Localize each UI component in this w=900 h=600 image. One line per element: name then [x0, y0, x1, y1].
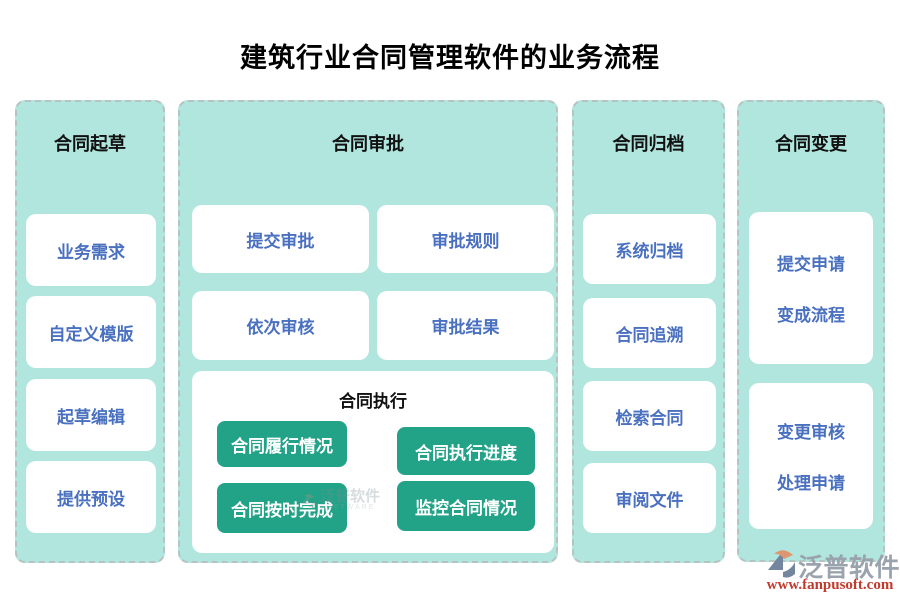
node-search-contract: 检索合同 [583, 381, 716, 451]
panel-header-archive: 合同归档 [612, 134, 685, 154]
fanpu-logo-url: www.fanpusoft.com [766, 577, 894, 593]
fanpu-logo-name: 泛普软件 [798, 554, 900, 582]
node-review-files: 审阅文件 [583, 463, 716, 533]
node-approval-rules: 审批规则 [377, 205, 554, 273]
node-provide-preset: 提供预设 [26, 461, 156, 533]
node-performance-status: 合同履行情况 [217, 421, 347, 467]
fanpu-logo-icon [768, 550, 795, 578]
node-draft-edit: 起草编辑 [26, 379, 156, 451]
panel-header-draft: 合同起草 [54, 134, 126, 154]
node-sequential-review: 依次审核 [192, 291, 369, 360]
panel-contract-archive: 合同归档 系统归档 合同追溯 检索合同 审阅文件 [572, 100, 725, 563]
node-line-become-flow: 变成流程 [777, 306, 845, 325]
node-system-archive: 系统归档 [583, 214, 716, 284]
panel-header-approval: 合同审批 [332, 134, 404, 154]
panel-contract-draft: 合同起草 业务需求 自定义模版 起草编辑 提供预设 [15, 100, 165, 563]
panel-header-change: 合同变更 [775, 134, 847, 154]
node-line-change-review: 变更审核 [777, 423, 845, 442]
panel-contract-change: 合同变更 提交申请 变成流程 变更审核 处理申请 [737, 100, 885, 562]
node-business-demand: 业务需求 [26, 214, 156, 286]
node-line-submit-request: 提交申请 [777, 255, 845, 274]
node-submit-request: 提交申请 变成流程 [749, 212, 873, 364]
node-monitor-contract: 监控合同情况 [397, 481, 535, 531]
node-change-review: 变更审核 处理申请 [749, 383, 873, 529]
node-contract-trace: 合同追溯 [583, 298, 716, 368]
page-title: 建筑行业合同管理软件的业务流程 [240, 43, 660, 73]
node-submit-approval: 提交审批 [192, 205, 369, 273]
node-on-time-completion: 合同按时完成 [217, 483, 347, 533]
panel-contract-execution: 合同执行 合同履行情况 合同执行进度 合同按时完成 监控合同情况 [192, 371, 554, 553]
panel-contract-approval: 合同审批 提交审批 审批规则 依次审核 审批结果 合同执行 合同履行情况 合同执… [178, 100, 558, 563]
node-approval-result: 审批结果 [377, 291, 554, 360]
panel-header-execution: 合同执行 [339, 392, 407, 411]
node-custom-template: 自定义模版 [26, 296, 156, 368]
node-line-handle-request: 处理申请 [777, 474, 845, 493]
node-execution-progress: 合同执行进度 [397, 427, 535, 475]
